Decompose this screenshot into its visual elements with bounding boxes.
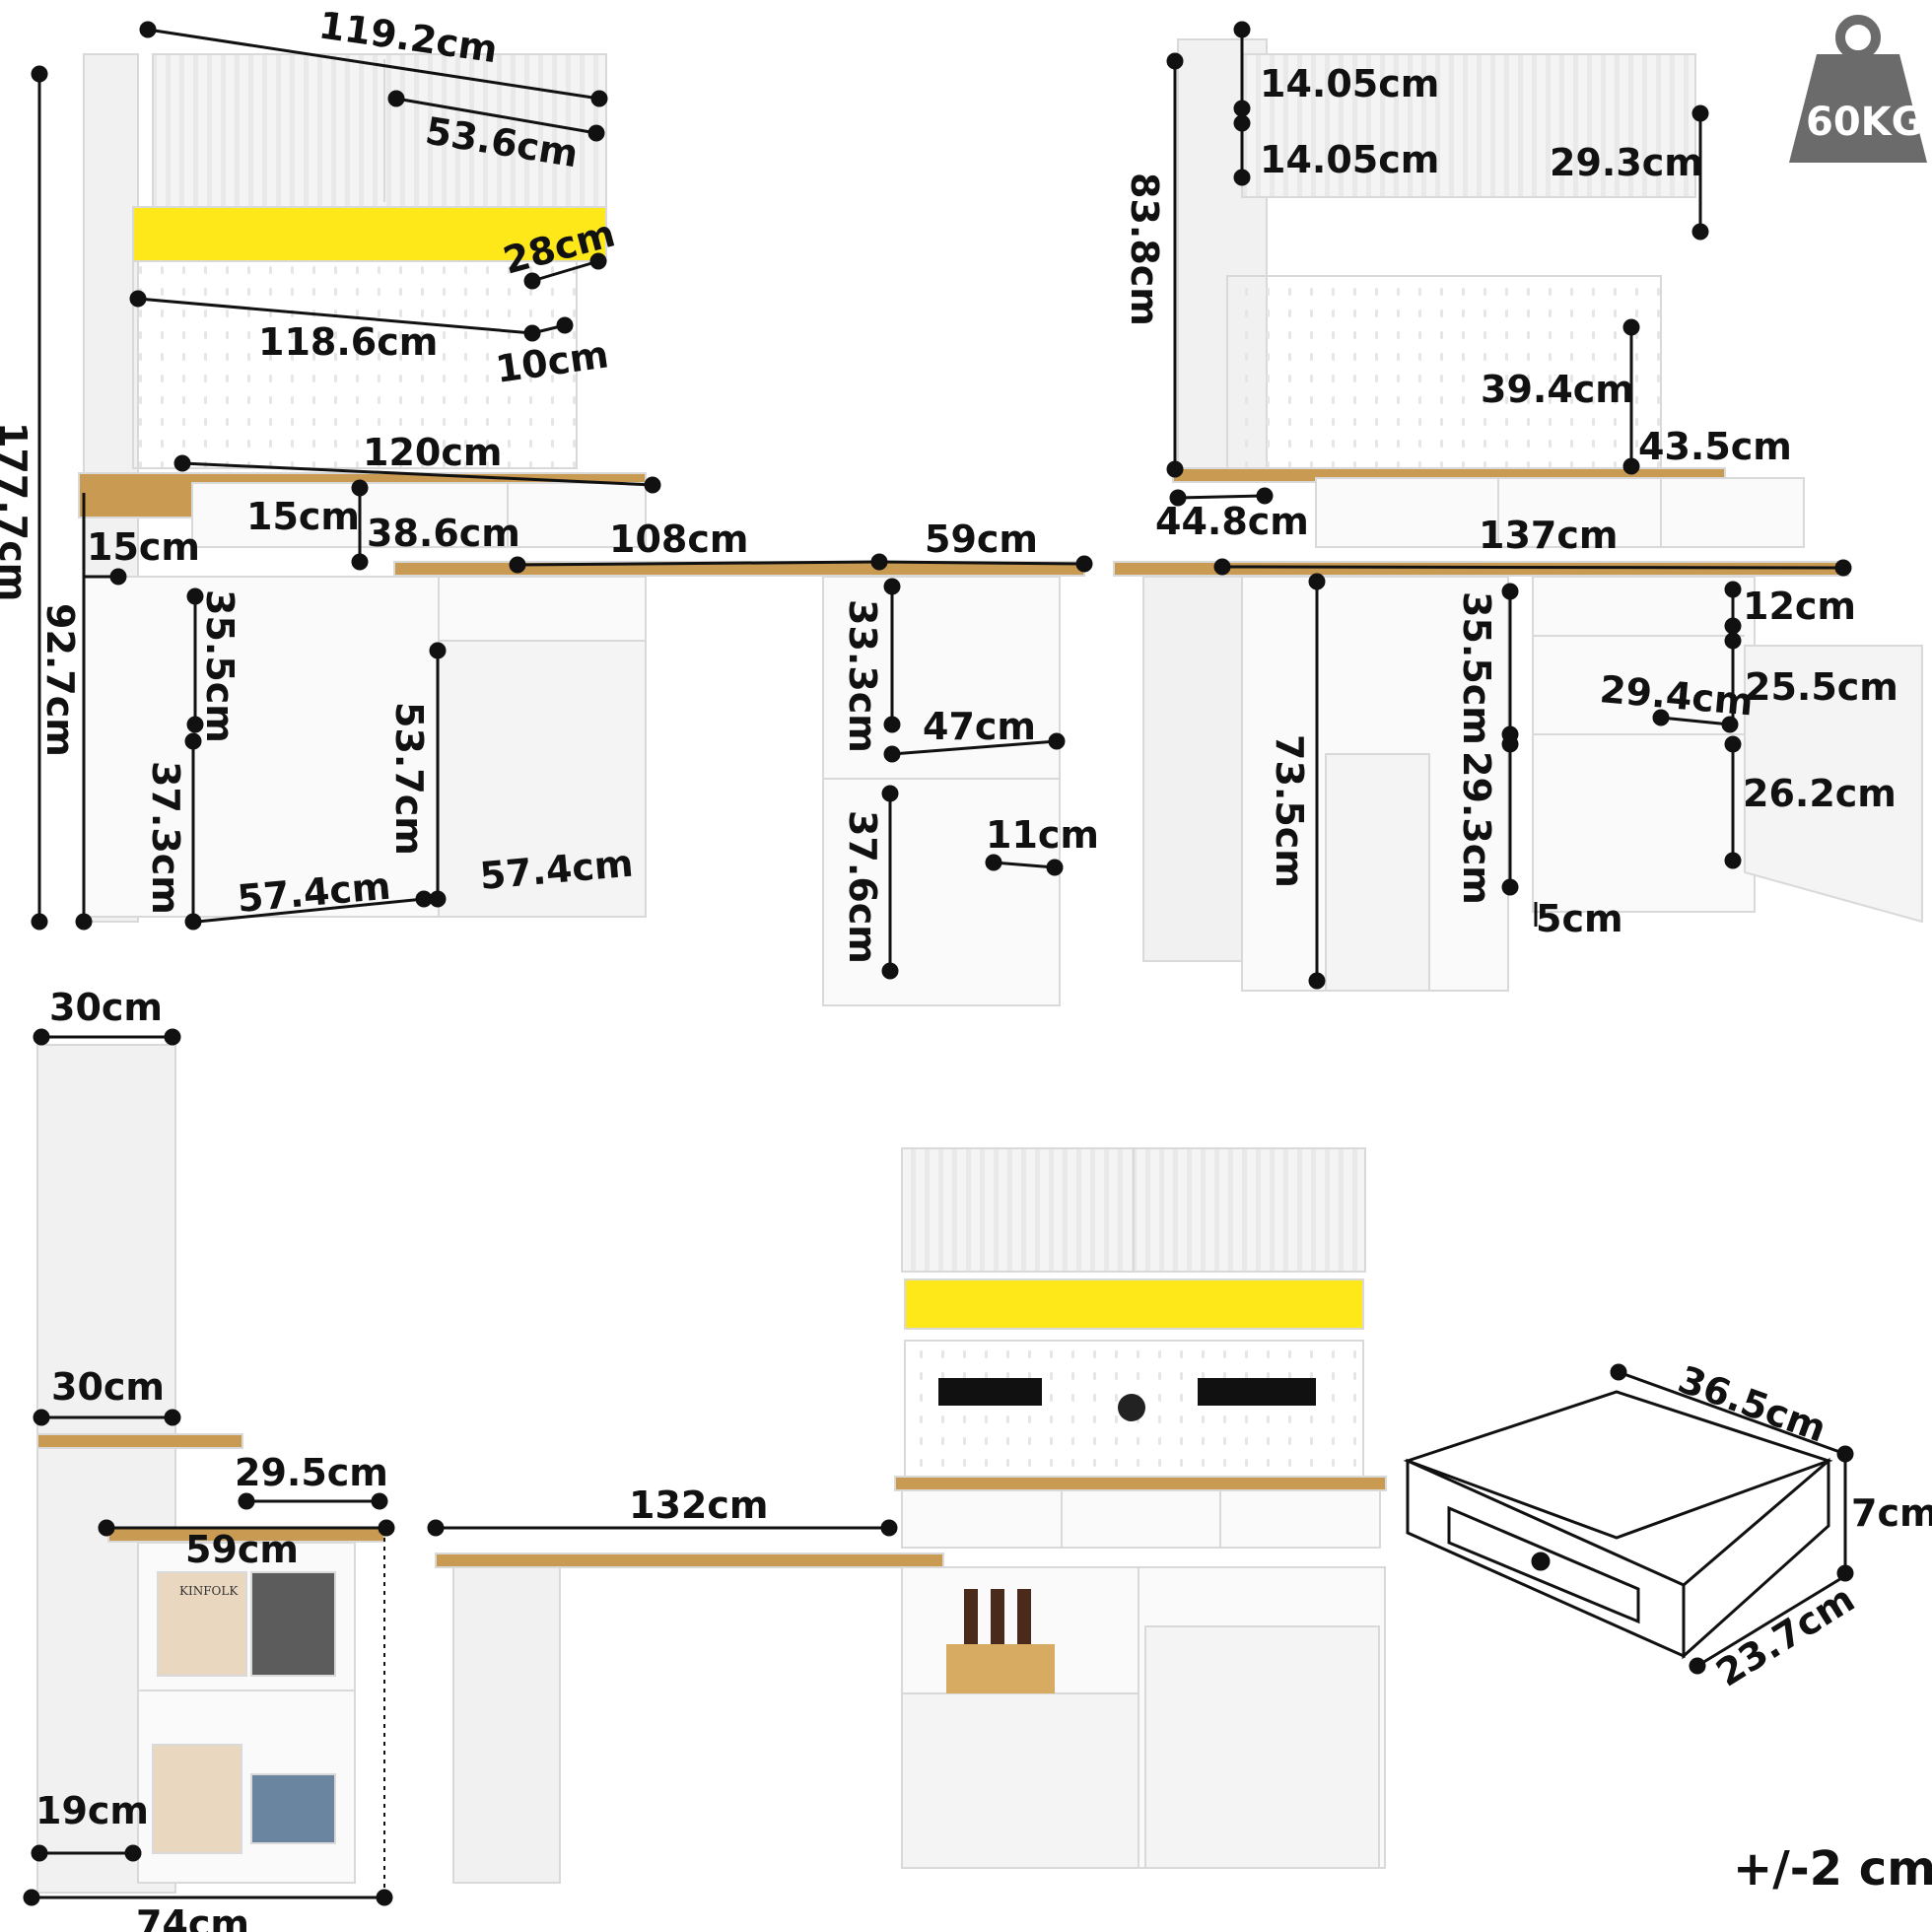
wine-bottle <box>991 1589 1004 1644</box>
drawer-height-label: 7cm <box>1851 1491 1932 1535</box>
tolerance-note: +/-2 cm <box>1733 1841 1932 1897</box>
front-cabinet-door <box>438 640 647 918</box>
door-height-label: 53.7cm <box>387 702 431 856</box>
drawer-dimension-lines <box>1610 1363 1854 1675</box>
pegboard-label: 39.4cm <box>1481 368 1634 411</box>
right-cabinet-body <box>1113 38 1923 992</box>
weight-badge: 60KG <box>1789 15 1927 163</box>
desk-length-label: 137cm <box>1479 514 1618 557</box>
wine-bottle <box>1017 1589 1031 1644</box>
base-height-label: 92.7cm <box>38 603 82 757</box>
side-dimension-labels: 30cm 30cm 29.5cm 59cm 19cm 74cm <box>35 986 388 1932</box>
wine-bottle <box>964 1589 978 1644</box>
front-dimension-labels: 177.7cm 119.2cm 53.6cm 28cm 118.6cm 10cm… <box>0 3 1099 964</box>
left-lower-label: 29.3cm <box>1455 751 1498 905</box>
leg-lower-label: 37.6cm <box>841 810 884 964</box>
base-gap-label: 5cm <box>1536 897 1623 940</box>
side-magazine-lower <box>250 1773 336 1844</box>
side-book-lower <box>152 1744 242 1854</box>
side-gap-label: 15cm <box>87 525 200 569</box>
drawer-detail: 36.5cm 7cm 23.7cm <box>1403 1357 1932 1695</box>
desk-depth-label: 59cm <box>185 1528 299 1571</box>
leg-inner-label: 11cm <box>986 813 1099 857</box>
styled-extension-top <box>435 1552 944 1568</box>
hutch-bottom-label: 30cm <box>51 1365 165 1409</box>
side-cabinet-body <box>36 1044 385 1894</box>
front-support-leg <box>822 576 1061 1006</box>
drawer-depth-label: 44.8cm <box>1155 500 1309 543</box>
hutch-top-label: 30cm <box>49 986 163 1029</box>
right-open-door-left <box>1325 753 1430 992</box>
desk-width-label: 120cm <box>363 431 502 474</box>
side-hutch-desktop <box>36 1433 243 1449</box>
door-height-right-label: 29.3cm <box>1550 141 1703 184</box>
extension-label: 108cm <box>609 518 748 561</box>
right-view: 83.8cm 14.05cm 14.05cm 29.3cm 39.4cm 43.… <box>1113 21 1923 992</box>
shelf-mid-label: 25.5cm <box>1745 665 1898 709</box>
cabinet-height-label: 73.5cm <box>1268 734 1311 888</box>
black-storage-bin-right <box>1198 1378 1316 1406</box>
drawer-small-label: 15cm <box>246 495 360 538</box>
drawer-box <box>1403 1390 1833 1660</box>
shelf-top-label: 12cm <box>1743 585 1856 628</box>
shelf-bottom-label: 26.2cm <box>1743 772 1897 815</box>
weight-icon <box>1789 15 1927 163</box>
cube-upper-label: 14.05cm <box>1260 62 1439 105</box>
leg-mid-label: 47cm <box>923 705 1036 748</box>
right-open-door-right <box>1744 645 1923 924</box>
wicker-basket <box>946 1644 1055 1693</box>
styled-extension-label: 132cm <box>629 1484 768 1527</box>
overall-height-label: 177.7cm <box>0 422 34 601</box>
desk-over-label: 29.5cm <box>235 1451 388 1494</box>
shelf-depth-label: 43.5cm <box>1638 425 1792 468</box>
front-cabinet-body <box>78 53 1085 1006</box>
right-dimension-lines <box>1166 21 1852 990</box>
side-view: KINFOLK 30cm 30cm 29.5cm 59cm 19cm 74cm <box>23 986 395 1932</box>
styled-extension-leg <box>452 1566 561 1884</box>
styled-desktop <box>894 1476 1387 1491</box>
shelf-upper-label: 35.5cm <box>198 589 242 743</box>
side-dimension-lines <box>23 1028 395 1906</box>
toe-label: 19cm <box>35 1789 149 1832</box>
leg-upper-label: 33.3cm <box>841 599 884 753</box>
total-depth-label: 74cm <box>136 1902 249 1932</box>
front-view: 177.7cm 119.2cm 53.6cm 28cm 118.6cm 10cm… <box>0 3 1099 1006</box>
led-width-label: 118.6cm <box>258 320 438 364</box>
cube-lower-label: 14.05cm <box>1260 138 1439 181</box>
leg-depth-label: 59cm <box>925 518 1038 561</box>
styled-led-strip <box>904 1278 1364 1330</box>
hutch-height-label: 83.8cm <box>1123 172 1166 326</box>
wall-clock <box>1118 1394 1145 1421</box>
side-photo-book <box>250 1571 336 1677</box>
styled-cabinet-body <box>435 1147 1387 1884</box>
styled-dimension-lines <box>427 1519 898 1537</box>
drawer-knob <box>1531 1552 1551 1571</box>
styled-view: 132cm <box>427 1147 1387 1884</box>
kinfolk-brand: KINFOLK <box>179 1584 239 1598</box>
right-dimension-labels: 83.8cm 14.05cm 14.05cm 29.3cm 39.4cm 43.… <box>1123 62 1898 940</box>
weight-capacity-label: 60KG <box>1806 100 1924 145</box>
kinfolk-book <box>157 1571 247 1677</box>
drawer-large-label: 38.6cm <box>367 512 520 555</box>
black-storage-bin-left <box>938 1378 1042 1406</box>
shelf-lower-label: 37.3cm <box>144 761 187 915</box>
front-dimension-lines <box>31 21 1093 980</box>
left-upper-label: 35.5cm <box>1455 591 1498 745</box>
